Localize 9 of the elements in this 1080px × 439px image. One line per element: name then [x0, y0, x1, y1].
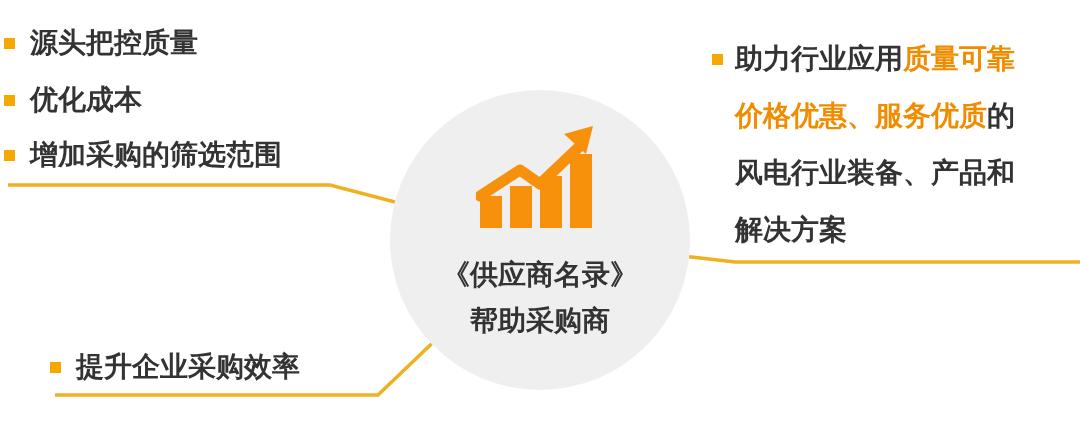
list-item: 提升企业采购效率 [76, 350, 300, 384]
list-item: 源头把控质量 [30, 26, 198, 60]
connector-line [8, 183, 396, 204]
list-item: 优化成本 [30, 83, 142, 117]
benefit-paragraph: 助力行业应用质量可靠价格优惠、服务优质的风电行业装备、产品和解决方案 [735, 41, 1016, 248]
circle-title: 《供应商名录》帮助采购商 [441, 257, 639, 339]
connector-line [688, 255, 1080, 264]
list-item: 增加采购的筛选范围 [30, 138, 282, 172]
connector-line [55, 342, 433, 397]
